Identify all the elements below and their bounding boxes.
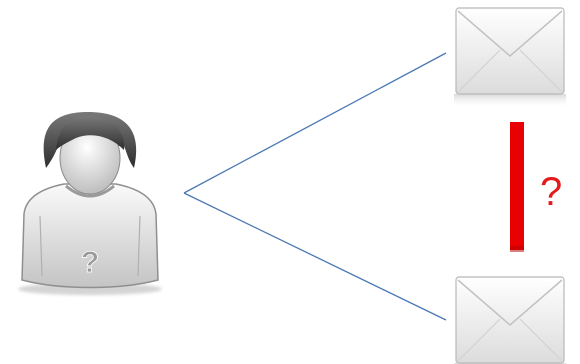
relation-question-mark: ? <box>540 170 562 214</box>
edges <box>184 53 446 320</box>
unknown-user-icon: ? <box>18 112 162 295</box>
relation-bar <box>510 122 524 250</box>
shirt-question-mark: ? <box>81 246 99 279</box>
edge-user-to-email-bottom <box>184 193 446 320</box>
envelope-icon <box>454 277 566 364</box>
edge-user-to-email-top <box>184 53 446 193</box>
envelope-icon <box>454 8 566 108</box>
